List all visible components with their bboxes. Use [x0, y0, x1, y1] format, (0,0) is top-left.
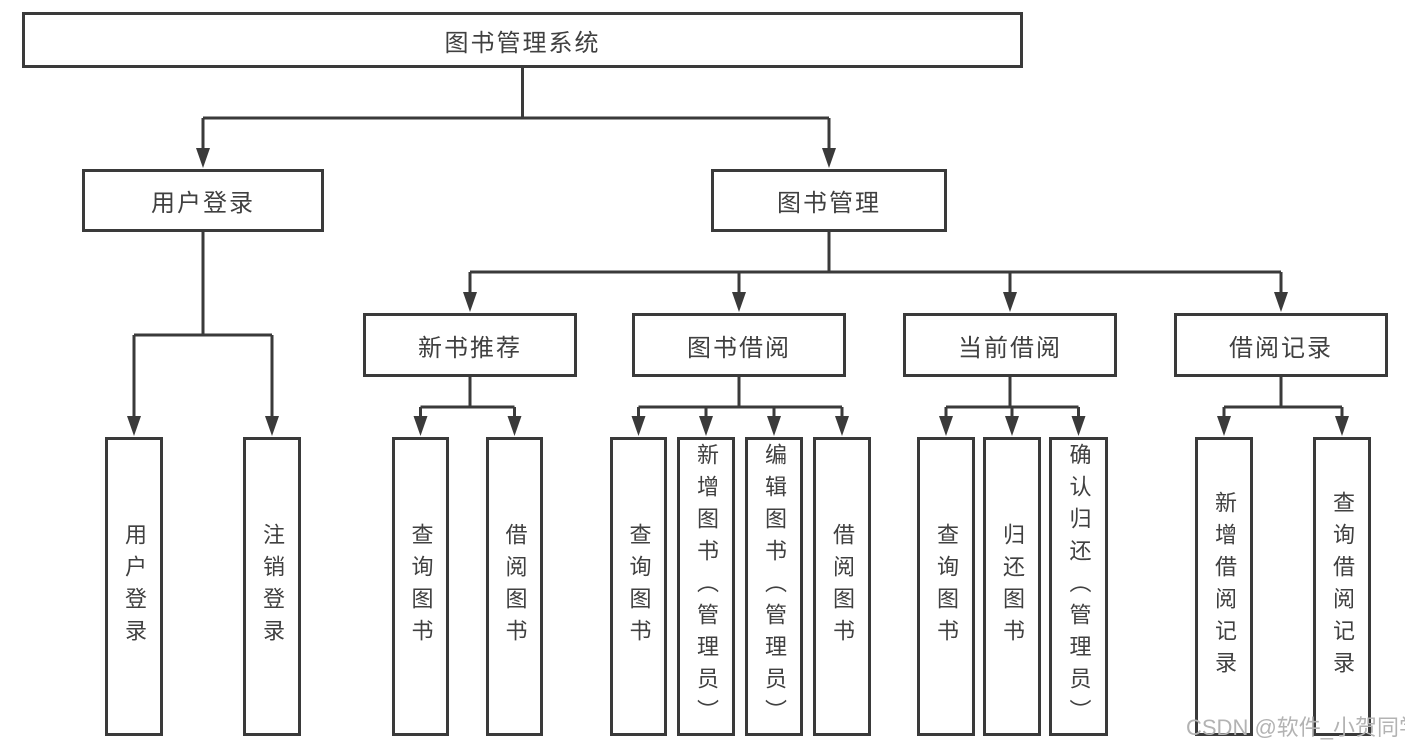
- leaf-add-books-admin: 新增图书（管理员）: [677, 437, 735, 736]
- leaf-label: 新增借阅记录: [1212, 490, 1237, 683]
- leaf-confirm-return-admin: 确认归还（管理员）: [1049, 437, 1108, 736]
- node-borrow-records: 借阅记录: [1174, 313, 1388, 377]
- arrowhead-icon: [1274, 292, 1288, 312]
- arrowhead-icon: [413, 416, 428, 436]
- node-user-login: 用户登录: [82, 169, 324, 232]
- leaf-label: 注销登录: [260, 522, 285, 651]
- leaf-add-borrow-record: 新增借阅记录: [1195, 437, 1253, 736]
- leaf-label: 查询借阅记录: [1330, 490, 1355, 683]
- arrowhead-icon: [127, 416, 141, 436]
- connector-book-borrow-fork: [637, 377, 844, 420]
- arrowhead-icon: [265, 416, 279, 436]
- arrowhead-icon: [699, 416, 713, 436]
- watermark: CSDN @软件_小贺同学: [1186, 715, 1405, 740]
- connector-book-management-fork: [468, 232, 1283, 296]
- leaf-borrow-books: 借阅图书: [813, 437, 871, 736]
- leaf-label: 新增图书（管理员）: [694, 442, 719, 731]
- arrowhead-icon: [196, 148, 210, 168]
- leaf-label: 查询图书: [934, 522, 959, 651]
- leaf-label: 归还图书: [1000, 522, 1025, 651]
- leaf-label: 编辑图书（管理员）: [762, 442, 787, 731]
- connector-current-borrow-fork: [944, 377, 1080, 420]
- leaf-label: 用户登录: [122, 522, 147, 651]
- leaf-user-login: 用户登录: [105, 437, 163, 736]
- arrowhead-icon: [1003, 292, 1017, 312]
- leaf-label: 查询图书: [408, 522, 434, 651]
- connector-root-fork: [201, 68, 831, 152]
- leaf-label: 借阅图书: [502, 522, 528, 651]
- arrowhead-icon: [822, 148, 836, 168]
- arrowhead-icon: [767, 416, 781, 436]
- connector-borrow-records-fork: [1222, 377, 1344, 420]
- arrowhead-icon: [631, 416, 646, 436]
- node-book-borrow: 图书借阅: [632, 313, 846, 377]
- connector-user-login-fork: [132, 232, 274, 420]
- node-book-management: 图书管理: [711, 169, 947, 232]
- leaf-query-books-borrow: 查询图书: [610, 437, 667, 736]
- leaf-logout: 注销登录: [243, 437, 301, 736]
- node-current-borrow: 当前借阅: [903, 313, 1117, 377]
- leaf-label: 查询图书: [626, 522, 652, 651]
- arrowhead-icon: [463, 292, 477, 312]
- arrowhead-icon: [835, 416, 849, 436]
- arrowhead-icon: [1217, 416, 1231, 436]
- arrowhead-icon: [1071, 416, 1086, 436]
- leaf-edit-books-admin: 编辑图书（管理员）: [745, 437, 803, 736]
- leaf-query-books-current: 查询图书: [917, 437, 975, 736]
- arrowhead-icon: [1335, 416, 1349, 436]
- leaf-return-books: 归还图书: [983, 437, 1041, 736]
- leaf-label: 借阅图书: [830, 522, 855, 651]
- arrowhead-icon: [1005, 416, 1019, 436]
- connector-new-book-recommend-fork: [419, 377, 516, 420]
- arrowhead-icon: [939, 416, 953, 436]
- leaf-query-books-recommend: 查询图书: [392, 437, 449, 736]
- arrowhead-icon: [507, 416, 522, 436]
- node-root-system: 图书管理系统: [22, 12, 1023, 68]
- leaf-query-borrow-record: 查询借阅记录: [1313, 437, 1371, 736]
- arrowhead-icon: [732, 292, 746, 312]
- node-new-book-recommend: 新书推荐: [363, 313, 577, 377]
- leaf-borrow-books-recommend: 借阅图书: [486, 437, 543, 736]
- leaf-label: 确认归还（管理员）: [1066, 442, 1092, 731]
